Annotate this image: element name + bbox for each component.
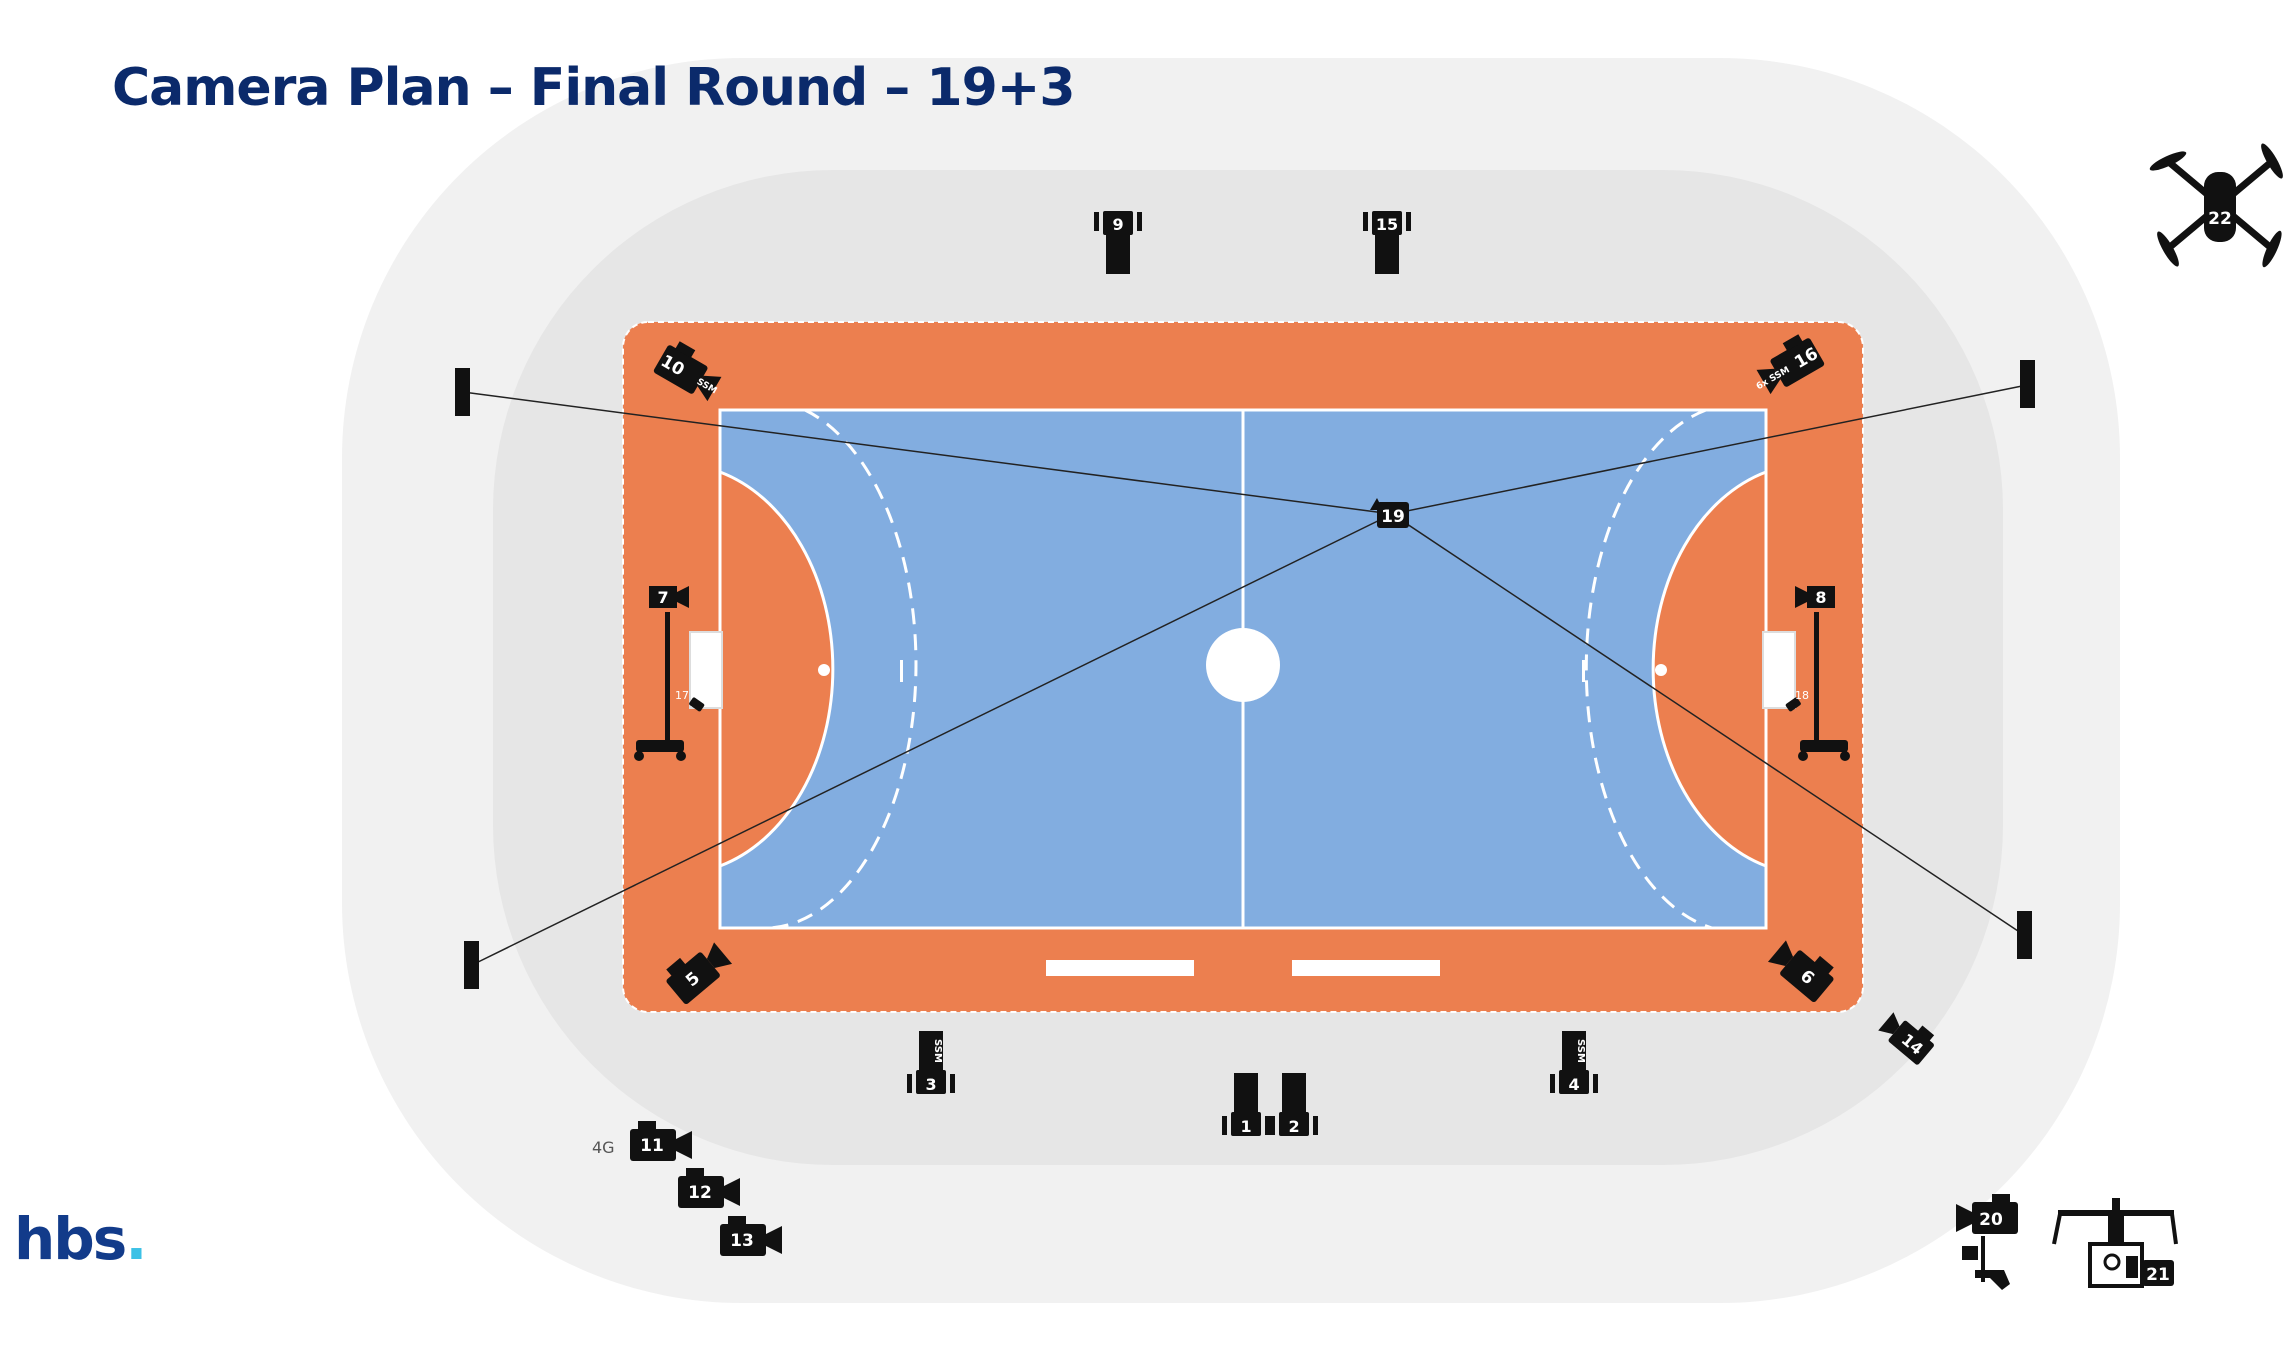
cable-anchor-top-right <box>2020 360 2035 408</box>
steadicam-vest <box>1962 1246 1978 1260</box>
camera-label: 7 <box>657 588 668 607</box>
logo-dot: . <box>125 1205 147 1273</box>
drone-icon <box>2149 143 2283 268</box>
goalkeeper-line-left <box>900 660 903 682</box>
camera-18[interactable]: 18 <box>1785 689 1809 712</box>
camera-15[interactable]: 15 <box>1363 211 1411 274</box>
crane-arm <box>665 612 670 742</box>
camera-label: 12 <box>688 1183 712 1203</box>
jib-wheel <box>2103 1253 2121 1271</box>
camera-19[interactable]: 19 <box>1370 498 1409 528</box>
crane-wheel <box>1840 751 1850 761</box>
camera-8[interactable]: 8 <box>1795 586 1850 761</box>
goal-camera-icon <box>1785 697 1801 712</box>
team-bench-right <box>1292 960 1440 976</box>
camera-1[interactable]: 1 <box>1222 1073 1270 1136</box>
camera-11[interactable]: 11 <box>630 1121 692 1161</box>
goal-camera-icon <box>689 697 705 712</box>
camera-label: 20 <box>1979 1210 2003 1230</box>
hbs-logo: hbs. <box>14 1205 147 1273</box>
camera-label: 3 <box>925 1075 936 1094</box>
camera-label: 4 <box>1568 1075 1579 1094</box>
camera-icon <box>1377 502 1409 528</box>
camera-icon <box>2142 1260 2174 1286</box>
camera-20[interactable]: 20 <box>1956 1194 2018 1290</box>
crane-base <box>636 740 684 752</box>
camera-2[interactable]: 2 <box>1270 1073 1318 1136</box>
camera-4[interactable]: 4 SSM <box>1550 1031 1598 1094</box>
camera-17[interactable]: 17 <box>675 689 705 712</box>
jib-counterweight <box>2126 1256 2138 1278</box>
goal-area-right <box>1651 469 1768 869</box>
camera-label: 18 <box>1795 689 1809 702</box>
crane-wheel <box>1798 751 1808 761</box>
camera-5[interactable]: 5 <box>660 934 734 1006</box>
goal-area-left <box>718 469 835 869</box>
jib-column <box>2108 1214 2124 1244</box>
penalty-mark-left <box>818 664 830 676</box>
camera-label: 11 <box>640 1136 664 1156</box>
camera-label: 22 <box>2208 209 2232 229</box>
jib-arm <box>2058 1210 2174 1216</box>
camera-label: 15 <box>1376 215 1398 234</box>
jib-strut <box>2052 1213 2062 1245</box>
camera-label: 21 <box>2146 1265 2170 1285</box>
free-throw-line-left <box>769 408 918 930</box>
camera-label: 2 <box>1288 1117 1299 1136</box>
goal-right <box>1762 631 1796 709</box>
camera-12[interactable]: 12 <box>678 1168 740 1208</box>
crane-wheel <box>676 751 686 761</box>
ssm-label: SSM <box>1575 1039 1586 1063</box>
cable-anchor-top-left <box>455 368 470 416</box>
crane-base <box>1800 740 1848 752</box>
signal-4g-label: 4G <box>592 1138 615 1157</box>
spidercam-cables <box>462 384 2028 966</box>
camera-6[interactable]: 6 <box>1766 932 1840 1004</box>
jib-top <box>2112 1198 2120 1212</box>
goalkeeper-line-right <box>1582 660 1585 682</box>
camera-7[interactable]: 7 <box>634 586 689 761</box>
camera-13[interactable]: 13 <box>720 1216 782 1256</box>
camera-label: 9 <box>1112 215 1123 234</box>
camera-9[interactable]: 9 <box>1094 211 1142 274</box>
team-bench-left <box>1046 960 1194 976</box>
video-camera-icon <box>649 586 689 608</box>
goal-left <box>689 631 723 709</box>
crane-wheel <box>634 751 644 761</box>
page-title: Camera Plan – Final Round – 19+3 <box>112 58 1076 118</box>
camera-3[interactable]: 3 SSM <box>907 1031 955 1094</box>
camera-label: 1 <box>1240 1117 1251 1136</box>
camera-label: 13 <box>730 1231 754 1251</box>
camera-21[interactable]: 21 <box>2052 1198 2178 1288</box>
penalty-mark-right <box>1655 664 1667 676</box>
ssm-label: SSM <box>932 1039 943 1063</box>
camera-22[interactable]: 22 <box>2148 141 2284 269</box>
steadicam-post <box>1981 1236 1985 1282</box>
steadicam-sled <box>1975 1270 2010 1290</box>
camera-label: 19 <box>1381 507 1405 527</box>
cable-anchor-bottom-right <box>2017 911 2032 959</box>
logo-text: hbs <box>14 1205 127 1273</box>
free-throw-line-right <box>1584 408 1713 930</box>
camera-10[interactable]: 10 SSM <box>652 337 729 404</box>
centre-circle <box>1206 628 1280 702</box>
crane-arm <box>1814 612 1819 742</box>
camera-label: 8 <box>1815 588 1826 607</box>
cable-anchor-bottom-left <box>464 941 479 989</box>
camera-label: 17 <box>675 689 689 702</box>
jib-strut <box>2170 1213 2178 1245</box>
